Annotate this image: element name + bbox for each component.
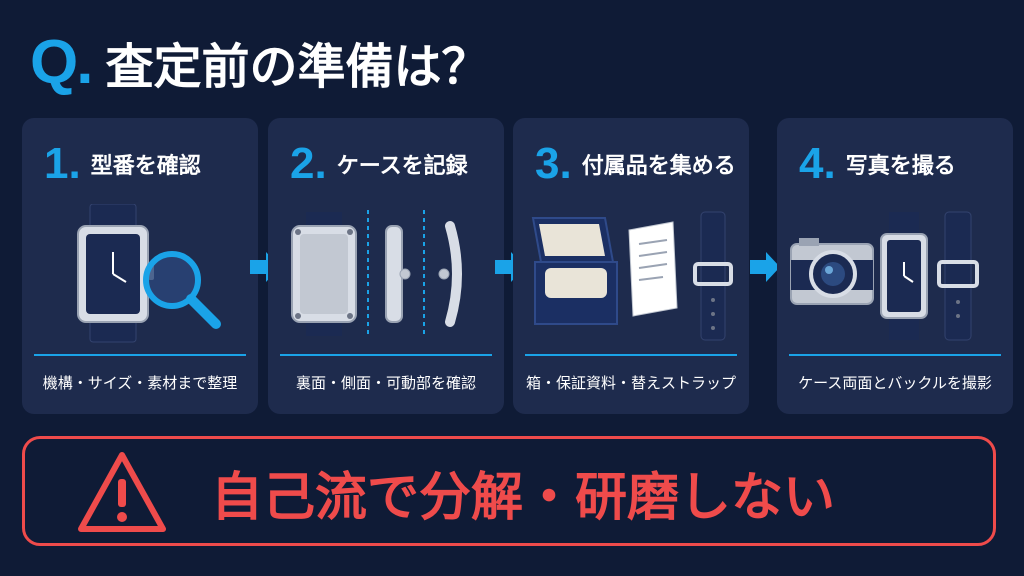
step-title: ケースを記録 [336, 154, 468, 179]
step-card-4: 4. 写真を撮る ケース両面とバックルを撮影 [777, 118, 1013, 414]
step-card-1: 1. 型番を確認 機構・サイズ・素材まで整理 [22, 118, 258, 414]
step-number: 2. [290, 139, 327, 188]
step-description: 箱・保証資料・替えストラップ [525, 374, 736, 392]
watch-case-views-icon [291, 210, 462, 338]
step-card-2: 2. ケースを記録 裏面・側面・可動部を確認 [268, 118, 504, 414]
divider [789, 354, 1001, 356]
step-header: 2. ケースを記録 [290, 136, 468, 192]
step-title: 付属品を集める [581, 154, 736, 179]
title-text: 査定前の準備は？ [105, 39, 490, 95]
step-card-3: 3. 付属品を集める 箱・保証資料・替えストラップ [513, 118, 749, 414]
step-title: 写真を撮る [845, 154, 956, 179]
watch-magnifier-icon [77, 204, 221, 343]
step-description: 機構・サイズ・素材まで整理 [42, 374, 238, 392]
camera-watch-icon [790, 211, 979, 341]
divider [525, 354, 737, 356]
q-mark: Q. [30, 27, 93, 97]
step-description: ケース両面とバックルを撮影 [798, 374, 992, 392]
step-header: 4. 写真を撮る [799, 136, 956, 192]
divider [280, 354, 492, 356]
warning-text: 自己流で分解・研磨しない [211, 467, 836, 528]
step-number: 3. [535, 139, 572, 188]
step-description: 裏面・側面・可動部を確認 [295, 374, 476, 392]
warning-banner: 自己流で分解・研磨しない [22, 436, 996, 546]
step-number: 1. [44, 139, 81, 188]
box-papers-strap-icon [531, 211, 733, 341]
step-header: 1. 型番を確認 [44, 136, 201, 192]
step-title: 型番を確認 [90, 154, 201, 179]
arrow-right-icon [750, 252, 780, 282]
step-header: 3. 付属品を集める [535, 136, 736, 192]
warning-triangle-icon [78, 452, 166, 532]
page-title: Q. 査定前の準備は？ [30, 22, 489, 102]
divider [34, 354, 246, 356]
step-number: 4. [799, 139, 836, 188]
